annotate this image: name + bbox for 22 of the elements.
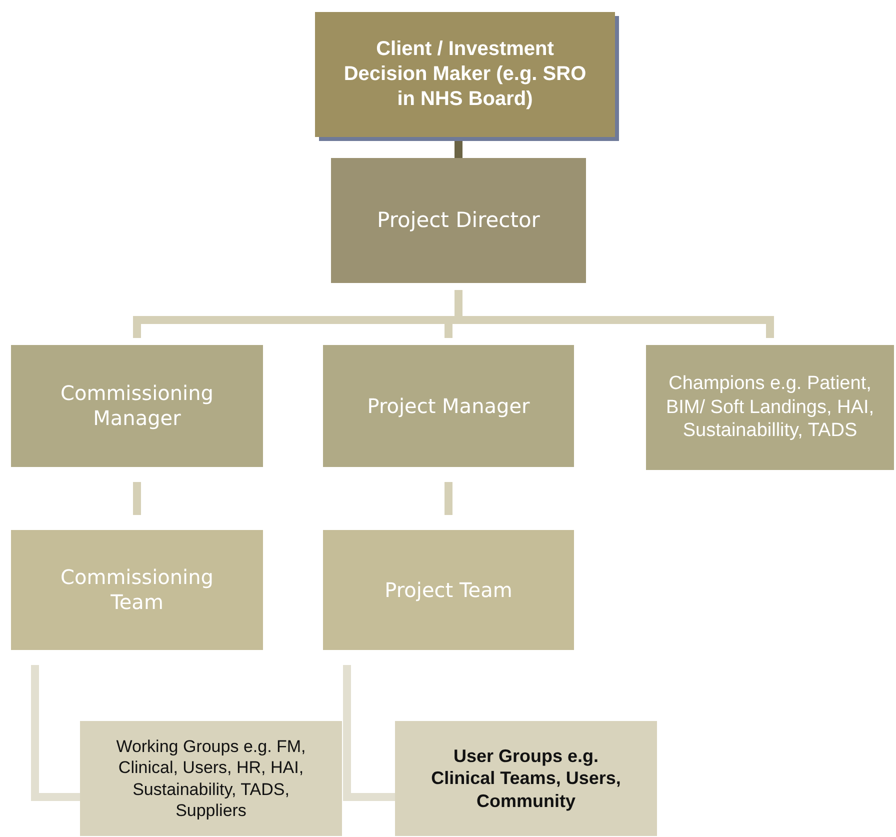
node-label: Champions e.g. Patient, BIM/ Soft Landings, HAI, Sustainabillity, TADS xyxy=(664,372,876,444)
champions-box xyxy=(646,345,894,470)
node-label: Commissioning Team xyxy=(60,565,214,615)
working-groups-box xyxy=(80,721,342,836)
connector-line xyxy=(343,665,395,801)
director-box xyxy=(331,158,586,283)
node-label: Project Team xyxy=(384,578,512,602)
node-label: Commissioning Manager xyxy=(60,381,214,431)
manager-box xyxy=(323,345,574,467)
connector-line xyxy=(133,482,141,515)
node-label: Client / Investment Decision Maker (e.g. SRO in NHS Board) xyxy=(342,37,588,112)
node-label: User Groups e.g. Clinical Teams, Users, Community xyxy=(430,744,622,812)
user-groups-box xyxy=(395,721,657,836)
node-label: Project Director xyxy=(377,207,540,234)
team-box xyxy=(11,530,263,650)
connector-line xyxy=(444,482,452,515)
team-box xyxy=(323,530,574,650)
node-label: Project Manager xyxy=(367,394,530,418)
connector-line xyxy=(31,665,80,801)
node-label: Working Groups e.g. FM, Clinical, Users, HR, HAI, Sustainability, TADS, Suppliers xyxy=(115,736,307,821)
decision-maker-box xyxy=(315,12,615,137)
manager-box xyxy=(11,345,263,467)
